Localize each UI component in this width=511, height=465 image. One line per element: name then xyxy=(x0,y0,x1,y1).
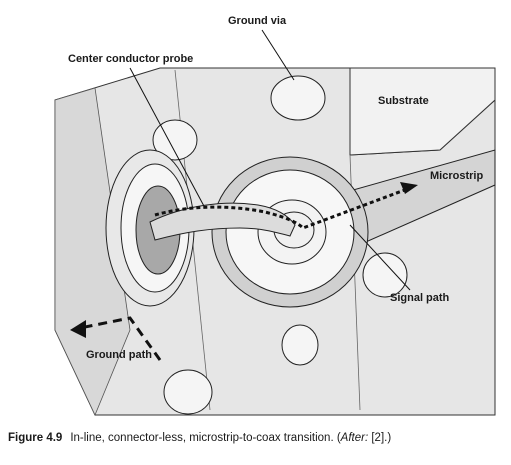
label-center-conductor-probe: Center conductor probe xyxy=(68,53,193,65)
center-conductor-probe xyxy=(149,202,296,241)
ground-via-right xyxy=(362,252,408,298)
label-ground-via: Ground via xyxy=(228,15,287,27)
caption-citation: [2].) xyxy=(368,432,392,444)
ground-via-bottom-center xyxy=(281,324,319,366)
ground-via-bottom-left xyxy=(163,369,213,415)
figure-number: Figure 4.9 xyxy=(8,432,63,444)
label-microstrip: Microstrip xyxy=(430,170,483,182)
leader-ground-via xyxy=(261,29,295,81)
ground-via-top xyxy=(270,75,326,121)
ground-path-arrow xyxy=(79,316,162,361)
label-substrate: Substrate xyxy=(378,95,429,107)
label-signal-path: Signal path xyxy=(390,292,450,304)
figure-caption: Figure 4.9 In-line, connector-less, micro… xyxy=(8,432,508,444)
leader-center-probe xyxy=(129,67,206,209)
signal-path-arrow xyxy=(154,186,411,230)
signal-arrowhead xyxy=(400,182,418,194)
leader-signal-path xyxy=(349,224,411,291)
ground-arrowhead xyxy=(70,320,86,338)
caption-after: After: xyxy=(340,432,369,444)
label-ground-path: Ground path xyxy=(86,349,152,361)
ground-via-upper-left xyxy=(152,119,198,161)
caption-text: In-line, connector-less, microstrip-to-c… xyxy=(70,432,341,444)
